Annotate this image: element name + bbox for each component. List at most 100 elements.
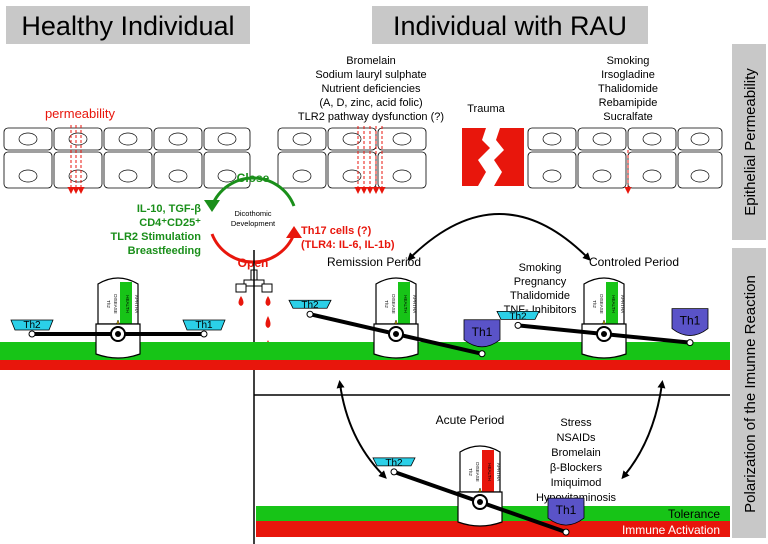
cell-nucleus (392, 132, 412, 146)
gauge-text: HEALTH (403, 295, 408, 312)
cell-nucleus (168, 169, 188, 183)
cell-nucleus (542, 169, 562, 183)
cell-nucleus (342, 132, 362, 146)
pan-th1 (182, 319, 226, 331)
epithelial-cell (103, 127, 153, 151)
acute-1: NSAIDs (556, 432, 596, 444)
band-activation-top (0, 360, 730, 370)
gauge-text: DISEASE (475, 462, 480, 482)
scale-pivot-center (115, 331, 121, 337)
acute-2: Bromelain (551, 447, 601, 459)
th17-0: Th17 cells (?) (301, 225, 372, 237)
acute-3: β-Blockers (550, 462, 603, 474)
factor-inc-2: Nutrient deficiencies (321, 83, 421, 95)
valve-open-label: Open (238, 256, 269, 270)
scale-pivot-center (601, 331, 607, 337)
pan-th1-label: Th1 (680, 314, 701, 328)
arrow-controlled-acute (621, 380, 666, 480)
pan-th2 (10, 319, 54, 331)
scale-pivot-center (393, 331, 399, 337)
cell-nucleus (118, 169, 138, 183)
gauge-text: Th2 (468, 468, 473, 476)
factor-dec-0: Smoking (607, 55, 650, 67)
pan-hook (390, 468, 398, 476)
header-healthy: Healthy Individual (21, 11, 234, 41)
acute-4: Imiquimod (551, 477, 602, 489)
ctrl-2: Thalidomide (510, 290, 570, 302)
pan-th2 (372, 457, 416, 467)
factor-dec-3: Rebamipide (599, 97, 658, 109)
gauge-text: HEALTH (125, 295, 130, 312)
pan-hook (514, 321, 522, 329)
valve-open-arrow (286, 226, 302, 238)
band-activation-bottom (256, 521, 730, 537)
cell-nucleus (168, 132, 188, 146)
acute-factors: Stress NSAIDs Bromelain β-Blockers Imiqu… (536, 417, 617, 504)
gauge-text: Th2 (106, 300, 111, 308)
epithelium-healthy (3, 127, 251, 189)
tolerance-factors: IL-10, TGF-β CD4⁺CD25⁺ TLR2 Stimulation … (111, 203, 202, 257)
valve-center-2: Development (231, 219, 276, 228)
side-label-top-bg (732, 44, 766, 240)
cell-nucleus (642, 169, 662, 183)
cell-nucleus (68, 169, 88, 183)
epithelial-cell (53, 127, 103, 151)
gauge-text: HEALTH (487, 463, 492, 480)
pan-th1-label: Th1 (472, 325, 493, 339)
pan-hook (200, 330, 208, 338)
valve: Close Open Dicothomic Development (204, 171, 302, 270)
epithelial-cell (677, 127, 723, 151)
permeability-increase-factors: Bromelain Sodium lauryl sulphate Nutrien… (298, 55, 444, 123)
epithelial-cell (327, 127, 377, 151)
cell-nucleus (118, 132, 138, 146)
factor-dec-4: Sucralfate (603, 111, 653, 123)
valve-center-1: Dicothomic (234, 209, 271, 218)
pan-th2 (288, 299, 332, 309)
cell-nucleus (592, 132, 612, 146)
permeability-decrease-factors: Smoking Irsogladine Thalidomide Rebamipi… (598, 55, 658, 123)
gauge-text: DISEASE (391, 294, 396, 314)
gauge-text: Th2 (384, 300, 389, 308)
factor-inc-3: (A, D, zinc, acid folic) (319, 97, 422, 109)
period-remission: Remission Period (327, 255, 421, 269)
cell-nucleus (642, 132, 662, 146)
ctrl-0: Smoking (519, 262, 562, 274)
header-left-bg (6, 6, 250, 44)
header-rau: Individual with RAU (393, 11, 627, 41)
gauge-text: Th2 (592, 300, 597, 308)
epithelial-cell (153, 127, 203, 151)
cell-nucleus (292, 169, 312, 183)
permeability-label: permeability (45, 106, 116, 121)
factor-inc-1: Sodium lauryl sulphate (315, 69, 426, 81)
cell-nucleus (342, 169, 362, 183)
epithelial-cell (377, 127, 427, 151)
gauge-fill (398, 282, 410, 326)
epithelial-cell (277, 127, 327, 151)
valve-open-arc (210, 233, 296, 264)
pan-th1-label: Th1 (195, 320, 213, 331)
gauge-text: DISEASE (599, 294, 604, 314)
permeability-arrows-center (354, 126, 386, 194)
factor-dec-1: Irsogladine (601, 69, 655, 81)
cell-nucleus (217, 132, 237, 146)
pan-th2-label: Th2 (301, 300, 319, 311)
cell-nucleus (217, 169, 237, 183)
valve-close-label: Close (237, 171, 270, 185)
period-controlled: Controled Period (589, 255, 679, 269)
cell-nucleus (392, 169, 412, 183)
cell-nucleus (292, 132, 312, 146)
pan-hook (28, 330, 36, 338)
arrow-remission-acute (336, 380, 387, 479)
ctrl-1: Pregnancy (514, 276, 567, 288)
gauge-fill (482, 450, 494, 494)
factor-inc-4: TLR2 pathway dysfunction (?) (298, 111, 444, 123)
epithelial-cell (577, 127, 627, 151)
gauge-text: HEALTH (611, 295, 616, 312)
epithelial-cell (627, 127, 677, 151)
header-right-bg (372, 6, 648, 44)
tol-3: Breastfeeding (128, 245, 201, 257)
cell-nucleus (690, 132, 710, 146)
